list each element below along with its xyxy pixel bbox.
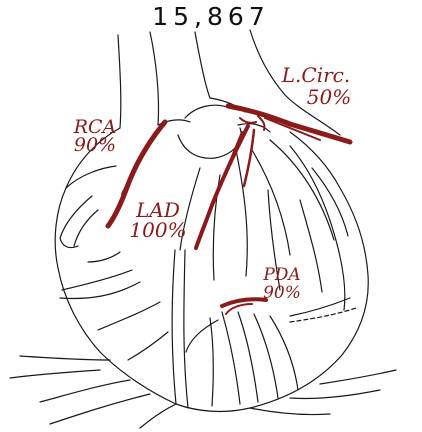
lcirc-name: L.Circ. [281,63,351,87]
lcirc-label: L.Circ. 50% [278,64,354,108]
pda-name: PDA [263,265,301,285]
lad-name: LAD [136,198,180,222]
case-number: 15,867 [152,2,270,31]
lad-stenosis: 100% [129,218,187,242]
rca-name: RCA [73,116,117,138]
rca-stenosis: 90% [73,134,117,156]
rca-label: RCA 90% [64,116,126,156]
pda-vessel [220,297,268,308]
pda-stenosis: 90% [263,283,301,303]
lad-label: LAD 100% [128,200,188,240]
lcirc-vessel [225,103,353,145]
lcirc-stenosis: 50% [306,85,352,109]
coronary-arteries [105,103,353,315]
lad-vessel [194,124,250,250]
pda-label: PDA 90% [254,266,310,302]
heart-outline [9,29,397,429]
